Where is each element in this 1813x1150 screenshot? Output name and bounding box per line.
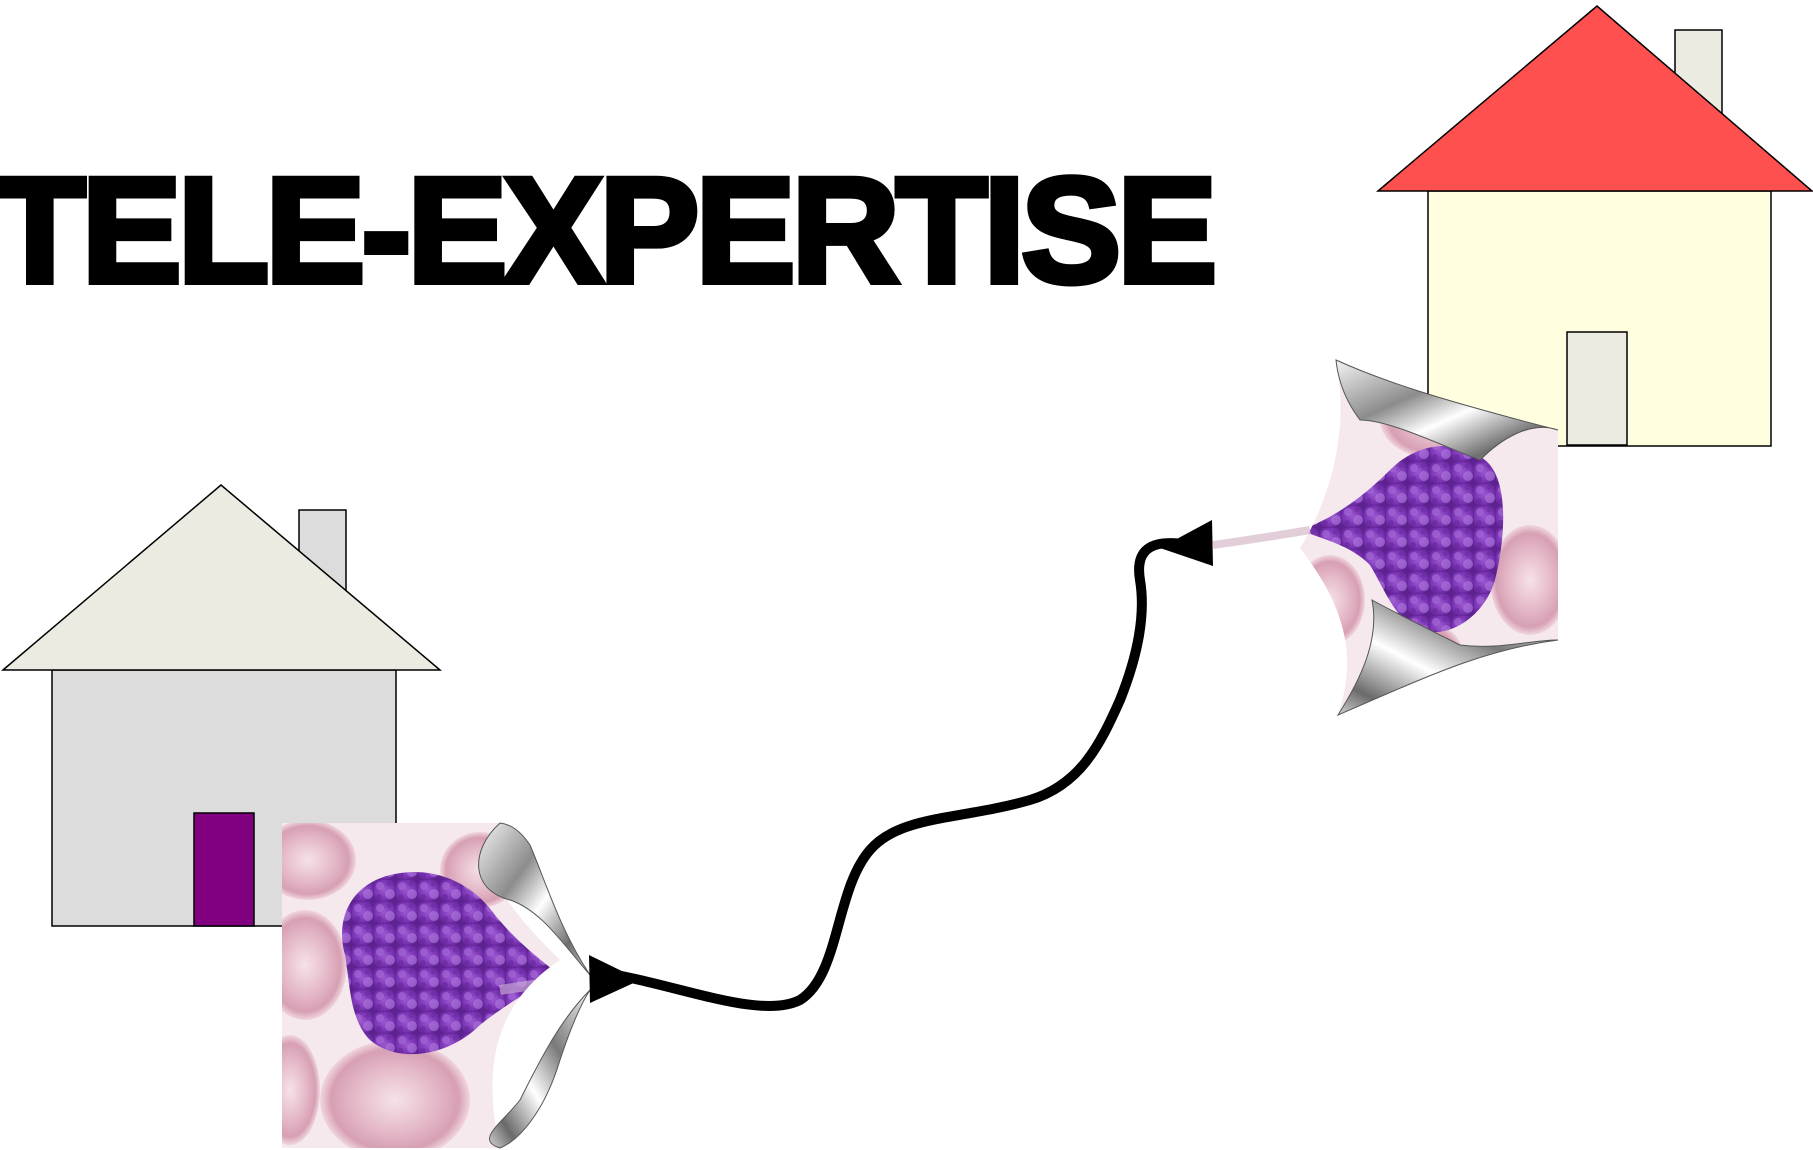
red-blood-cell [260,1035,320,1145]
receiver-house-roof [1378,6,1812,191]
sender-house-door [194,813,254,926]
transmission-line [600,543,1190,1006]
receiver-house-door [1567,332,1627,445]
sender-house-roof [3,485,440,670]
sent-micrograph-icon [260,820,590,1150]
receiver-house-icon [1378,6,1812,446]
arrow-head-start [589,955,640,1003]
cell-nucleus [1300,446,1503,632]
transmission-link-wavy-arrow-icon [589,520,1213,1006]
page-title: TELE-EXPERTISE [0,146,1213,314]
red-blood-cell [1490,525,1570,635]
red-blood-cell [1295,555,1365,645]
